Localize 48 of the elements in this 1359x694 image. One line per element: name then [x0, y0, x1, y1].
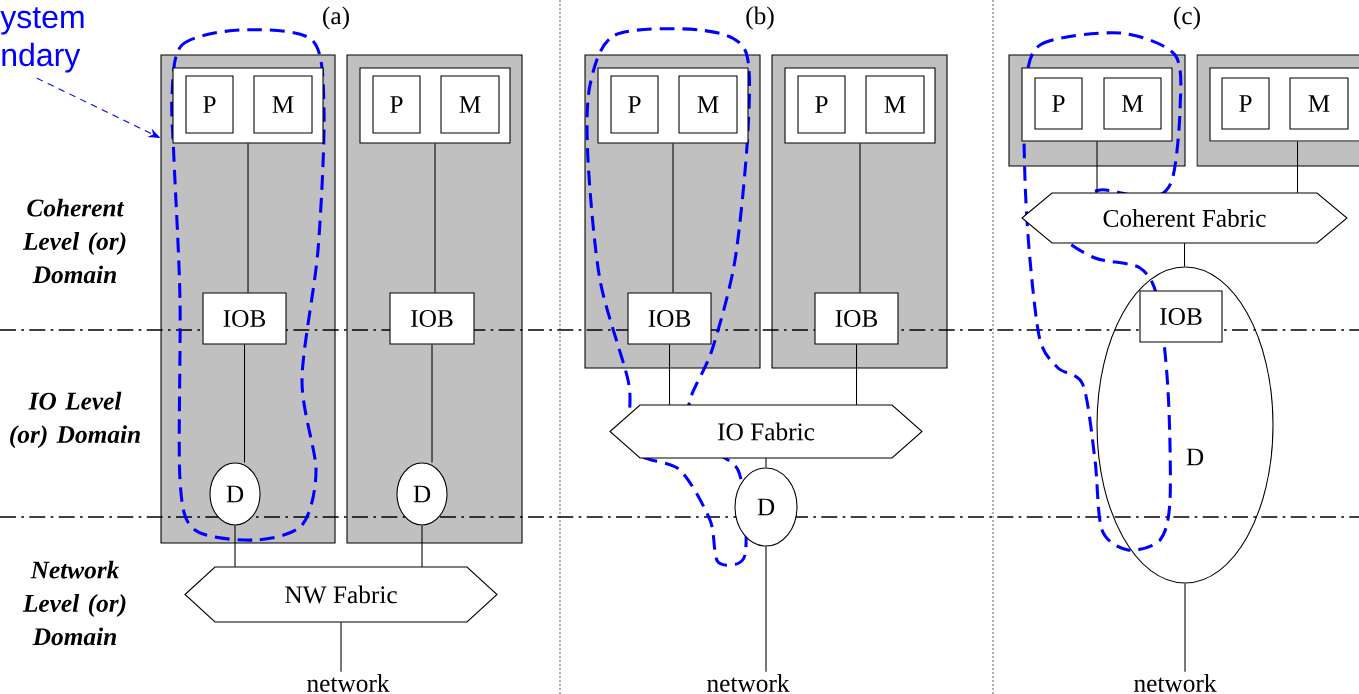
network-label: network: [1134, 674, 1217, 692]
connector-line: [243, 344, 246, 463]
fabric-hexagon: IO Fabric: [609, 404, 923, 459]
processor-box: P: [185, 75, 234, 134]
memory-box: M: [1103, 77, 1162, 130]
fabric-hexagon: Coherent Fabric: [1021, 192, 1348, 244]
memory-box: M: [1289, 77, 1349, 130]
connector-line: [1296, 141, 1299, 194]
iob-box: IOB: [202, 292, 287, 345]
level-label: Network Level (or) Domain: [22, 560, 126, 646]
connector-line: [340, 621, 342, 673]
connector-line: [247, 143, 249, 293]
processor-box: P: [372, 75, 421, 134]
memory-box: M: [253, 75, 313, 134]
boundary-label: ystem ndary: [0, 7, 84, 73]
connector-line: [431, 344, 433, 463]
fabric-hexagon: NW Fabric: [184, 566, 498, 623]
processor-box: P: [797, 75, 846, 134]
level-label: Coherent Level (or) Domain: [22, 198, 126, 284]
network-label: network: [707, 674, 790, 692]
connector-line: [1184, 583, 1186, 673]
connector-line: [672, 143, 674, 293]
connector-line: [668, 344, 671, 406]
memory-box: M: [678, 75, 738, 134]
connector-line: [765, 546, 767, 673]
processor-box: P: [1221, 77, 1270, 130]
panel-label: (b): [746, 6, 774, 30]
memory-box: M: [440, 75, 500, 134]
connector-line: [234, 525, 236, 568]
connector-line: [859, 143, 861, 293]
network-label: network: [307, 674, 390, 692]
panel-label: (c): [1174, 6, 1200, 30]
connector-line: [855, 344, 858, 406]
iob-box: IOB: [627, 292, 712, 345]
processor-box: P: [610, 75, 659, 134]
iob-box: IOB: [1139, 290, 1223, 343]
node-label: Coherent Fabric: [1103, 209, 1266, 227]
connector-line: [421, 525, 423, 568]
iob-box: IOB: [389, 292, 475, 345]
connector-line: [1096, 141, 1098, 194]
iob-box: IOB: [814, 292, 899, 345]
connector-line: [1183, 242, 1186, 267]
connector-line: [765, 457, 767, 468]
connector-line: [434, 143, 436, 293]
memory-box: M: [865, 75, 925, 134]
panel-label: (a): [323, 6, 349, 30]
level-label: IO Level (or) Domain: [10, 391, 140, 449]
processor-box: P: [1034, 77, 1083, 130]
